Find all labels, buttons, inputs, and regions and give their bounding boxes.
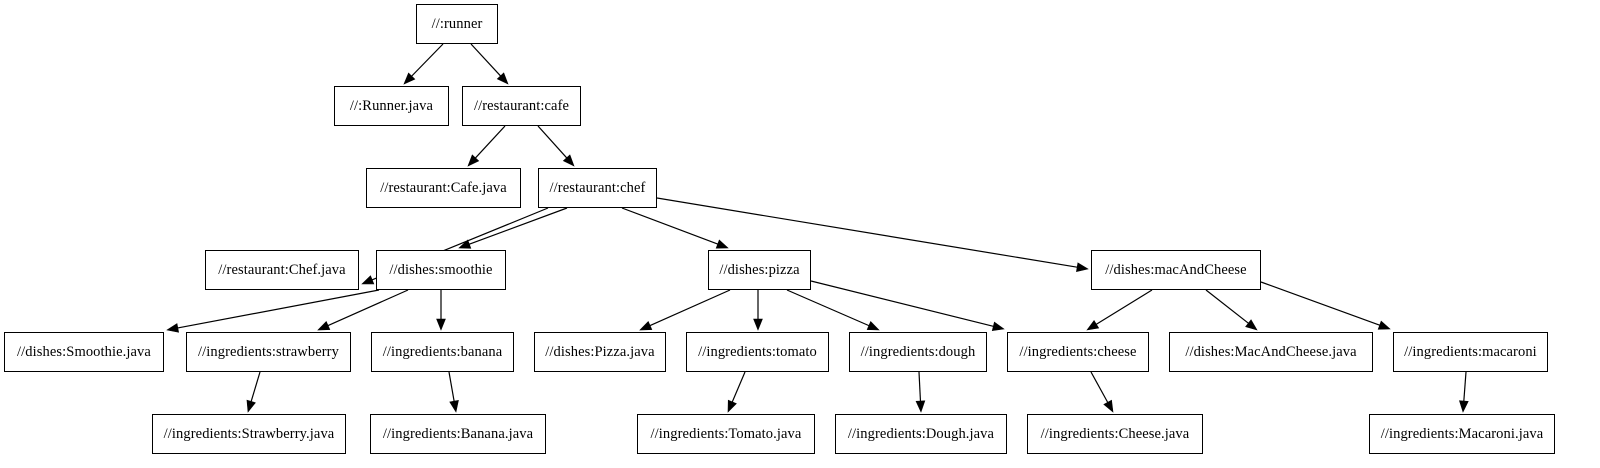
graph-node-restaurant_cafe[interactable]: //restaurant:cafe [462, 86, 581, 126]
graph-node-label: //ingredients:tomato [698, 343, 817, 360]
arrowhead-icon [449, 400, 459, 413]
arrowhead-icon [1076, 262, 1089, 272]
graph-edge-dishes_macandcheese-to-ing_macaroni [1260, 281, 1391, 330]
arrowhead-icon [1459, 400, 1469, 413]
graph-node-label: //restaurant:chef [549, 179, 646, 196]
graph-edge-runner-to-runner_java [403, 43, 444, 85]
graph-node-label: //dishes:smoothie [389, 261, 493, 278]
graph-edge-restaurant_chef-to-dishes_pizza [621, 207, 729, 249]
graph-edge-dishes_pizza-to-ing_tomato [753, 290, 763, 331]
graph-edge-ing_strawberry-to-ing_strawberry_java [246, 371, 261, 413]
graph-node-ing_dough[interactable]: //ingredients:dough [849, 332, 987, 372]
graph-node-label: //ingredients:macaroni [1404, 343, 1537, 360]
graph-edge-dishes_smoothie-to-ing_banana [436, 290, 446, 331]
graph-node-label: //ingredients:Tomato.java [650, 425, 802, 442]
arrowhead-icon [991, 321, 1005, 331]
graph-node-dishes_macandcheese[interactable]: //dishes:macAndCheese [1091, 250, 1261, 290]
graph-node-label: //ingredients:strawberry [198, 343, 339, 360]
arrowhead-icon [246, 399, 256, 413]
graph-edge-ing_tomato-to-ing_tomato_java [727, 371, 746, 413]
arrowhead-icon [1103, 399, 1114, 413]
graph-node-ing_strawberry[interactable]: //ingredients:strawberry [186, 332, 351, 372]
graph-node-dishes_mac_java[interactable]: //dishes:MacAndCheese.java [1169, 332, 1373, 372]
graph-edge-ing_cheese-to-ing_cheese_java [1090, 371, 1114, 413]
arrowhead-icon [496, 72, 509, 85]
graph-node-label: //ingredients:Macaroni.java [1380, 425, 1544, 442]
arrowhead-icon [753, 318, 763, 331]
graph-node-ing_cheese[interactable]: //ingredients:cheese [1007, 332, 1149, 372]
graph-edge-restaurant_chef-to-dishes_macandcheese [656, 197, 1089, 272]
arrowhead-icon [458, 239, 472, 249]
graph-node-dishes_pizza[interactable]: //dishes:pizza [708, 250, 811, 290]
arrowhead-icon [403, 72, 416, 85]
graph-edge-dishes_pizza-to-dishes_pizza_java [639, 289, 731, 331]
graph-node-label: //ingredients:Dough.java [847, 425, 995, 442]
graph-node-label: //:Runner.java [349, 97, 434, 114]
graph-node-restaurant_cafe_java[interactable]: //restaurant:Cafe.java [366, 168, 521, 208]
graph-node-label: //restaurant:cafe [473, 97, 570, 114]
graph-edge-dishes_macandcheese-to-dishes_mac_java [1205, 289, 1258, 331]
arrowhead-icon [727, 399, 737, 413]
arrowhead-icon [715, 239, 729, 249]
graph-node-label: //dishes:Smoothie.java [17, 343, 151, 360]
graph-node-label: //ingredients:banana [382, 343, 503, 360]
arrowhead-icon [639, 320, 653, 331]
graph-node-label: //dishes:macAndCheese [1105, 261, 1247, 278]
graph-node-label: //ingredients:dough [860, 343, 976, 360]
graph-edge-runner-to-restaurant_cafe [470, 43, 509, 85]
arrowhead-icon [317, 320, 331, 331]
graph-node-ing_tomato_java[interactable]: //ingredients:Tomato.java [637, 414, 815, 454]
graph-node-ing_dough_java[interactable]: //ingredients:Dough.java [835, 414, 1007, 454]
graph-edge-dishes_smoothie-to-dishes_smoothie_java [166, 289, 380, 333]
graph-node-ing_macaroni_java[interactable]: //ingredients:Macaroni.java [1369, 414, 1555, 454]
graph-node-runner_java[interactable]: //:Runner.java [334, 86, 449, 126]
graph-node-ing_tomato[interactable]: //ingredients:tomato [686, 332, 829, 372]
arrowhead-icon [436, 318, 446, 331]
graph-node-runner[interactable]: //:runner [416, 4, 498, 44]
graph-edge-dishes_pizza-to-ing_dough [786, 289, 880, 331]
graph-node-dishes_smoothie_java[interactable]: //dishes:Smoothie.java [4, 332, 164, 372]
graph-edge-dishes_pizza-to-ing_cheese [810, 280, 1005, 331]
graph-node-label: //dishes:Pizza.java [545, 343, 655, 360]
graph-node-restaurant_chef_java[interactable]: //restaurant:Chef.java [205, 250, 359, 290]
graph-node-ing_cheese_java[interactable]: //ingredients:Cheese.java [1027, 414, 1203, 454]
graph-node-label: //dishes:pizza [719, 261, 800, 278]
arrowhead-icon [866, 321, 880, 331]
graph-edge-ing_banana-to-ing_banana_java [448, 371, 459, 413]
arrowhead-icon [1086, 319, 1100, 331]
graph-node-ing_macaroni[interactable]: //ingredients:macaroni [1393, 332, 1548, 372]
graph-node-label: //ingredients:Banana.java [382, 425, 534, 442]
graph-node-label: //restaurant:Chef.java [218, 261, 346, 278]
graph-node-restaurant_chef[interactable]: //restaurant:chef [538, 168, 657, 208]
graph-node-label: //ingredients:cheese [1019, 343, 1137, 360]
graph-node-ing_banana_java[interactable]: //ingredients:Banana.java [370, 414, 546, 454]
graph-node-label: //:runner [431, 15, 483, 32]
arrowhead-icon [562, 154, 575, 167]
graph-edge-ing_macaroni-to-ing_macaroni_java [1459, 371, 1469, 413]
graph-edge-dishes_smoothie-to-ing_strawberry [317, 289, 409, 331]
graph-node-dishes_smoothie[interactable]: //dishes:smoothie [376, 250, 506, 290]
arrowhead-icon [915, 400, 926, 413]
graph-node-label: //ingredients:Strawberry.java [163, 425, 335, 442]
arrowhead-icon [166, 323, 180, 333]
graph-node-label: //restaurant:Cafe.java [380, 179, 507, 196]
graph-node-dishes_pizza_java[interactable]: //dishes:Pizza.java [534, 332, 666, 372]
graph-node-ing_strawberry_java[interactable]: //ingredients:Strawberry.java [152, 414, 346, 454]
arrowhead-icon [361, 275, 375, 285]
graph-node-label: //dishes:MacAndCheese.java [1185, 343, 1357, 360]
arrowhead-icon [1245, 319, 1258, 331]
arrowhead-icon [467, 154, 480, 167]
graph-node-ing_banana[interactable]: //ingredients:banana [371, 332, 514, 372]
graph-edge-restaurant_cafe-to-restaurant_cafe_java [467, 125, 506, 167]
graph-edge-restaurant_chef-to-dishes_smoothie [458, 207, 568, 249]
graph-edge-dishes_macandcheese-to-ing_cheese [1086, 289, 1153, 331]
graph-node-label: //ingredients:Cheese.java [1040, 425, 1190, 442]
graph-edge-restaurant_cafe-to-restaurant_chef [537, 125, 575, 167]
arrowhead-icon [1377, 320, 1391, 330]
graph-edge-ing_dough-to-ing_dough_java [915, 371, 926, 413]
